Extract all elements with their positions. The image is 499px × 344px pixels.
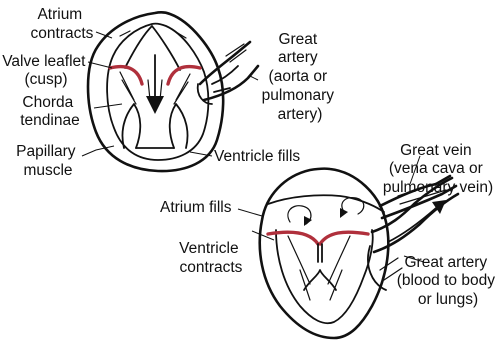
label-atrium-fills: Atrium fills [160, 199, 232, 216]
valve-leaflet-left [110, 67, 142, 84]
label-atrium-contracts: Atrium contracts [31, 6, 94, 42]
label-great-vein: Great vein (vena cava or pulmonary vein) [383, 142, 493, 196]
label-great-artery-top: Great artery (aorta or pulmonary artery) [262, 31, 339, 123]
label-papillary-muscle: Papillary muscle [16, 143, 80, 179]
label-ventricle-contracts: Ventricle contracts [179, 240, 243, 276]
leader-lines [82, 32, 424, 262]
label-valve-leaflet: Valve leaflet (cusp) [2, 53, 90, 88]
label-great-artery-bottom: Great artery (blood to body or lungs) [397, 254, 499, 308]
valve-closed [268, 232, 368, 244]
label-chorda-tendinae: Chorda tendinae [20, 94, 79, 129]
label-ventricle-fills: Ventricle fills [214, 148, 300, 165]
valve-leaflet-right [168, 67, 200, 84]
